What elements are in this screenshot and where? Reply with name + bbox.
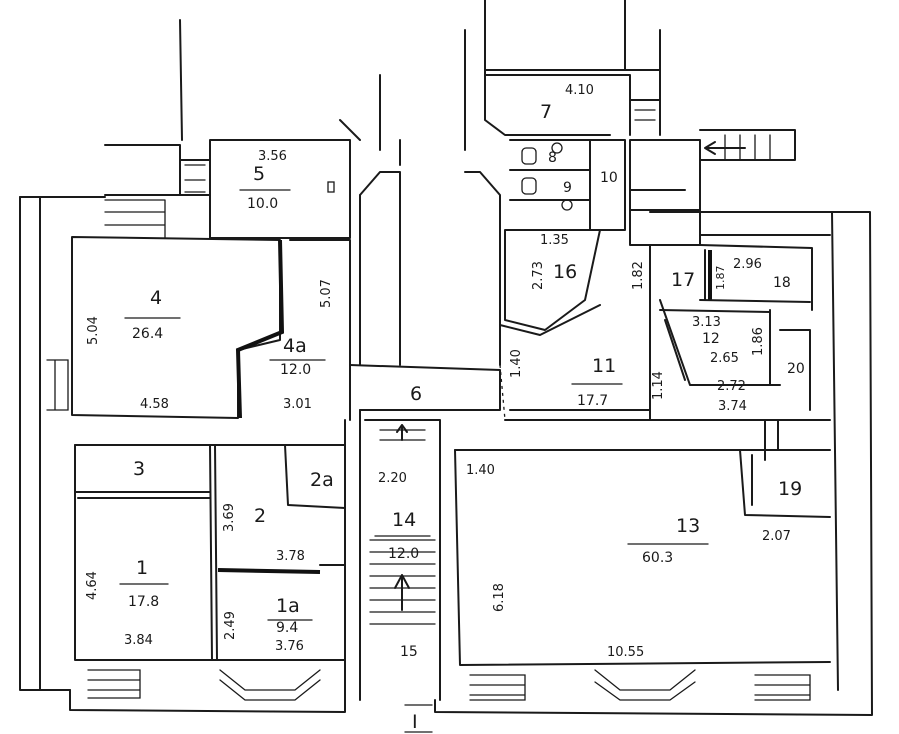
sink-icon [327, 142, 573, 211]
room-number-15: 15 [400, 644, 418, 660]
room-area-13: 60.3 [642, 550, 673, 566]
room-number-2a: 2a [310, 469, 334, 491]
room-area-5: 10.0 [247, 196, 278, 212]
room-labels: 1 17.8 1a 9.4 2 2a 3 4 26.4 4a 12.0 5 10… [119, 101, 805, 660]
section-mark: I [404, 704, 433, 733]
dim-249: 2.49 [223, 611, 238, 640]
dim-296: 2.96 [733, 257, 762, 272]
room-area-14: 12.0 [388, 546, 419, 562]
dim-374: 3.74 [718, 399, 747, 414]
dim-504: 5.04 [86, 316, 101, 345]
room-number-13: 13 [676, 515, 700, 537]
dim-464: 4.64 [85, 571, 100, 600]
dim-140a: 1.40 [509, 349, 524, 378]
room-number-12: 12 [702, 331, 720, 347]
dim-273: 2.73 [531, 261, 546, 290]
room-number-6: 6 [410, 383, 422, 405]
dim-272: 2.72 [717, 379, 746, 394]
room-number-8: 8 [548, 150, 557, 166]
dim-301: 3.01 [283, 397, 312, 412]
dim-507: 5.07 [319, 279, 334, 308]
toilet-icon [521, 147, 537, 195]
dim-140b: 1.40 [466, 463, 495, 478]
room-number-16: 16 [553, 261, 577, 283]
room-number-2: 2 [254, 505, 266, 527]
room-number-5: 5 [253, 163, 265, 185]
room-number-18: 18 [773, 275, 791, 291]
dim-378: 3.78 [276, 549, 305, 564]
room-number-17: 17 [671, 269, 695, 291]
dim-376: 3.76 [275, 639, 304, 654]
dim-187: 1.87 [714, 266, 727, 291]
room-number-1: 1 [136, 557, 148, 579]
room-area-1a: 9.4 [276, 620, 298, 636]
room-number-1a: 1a [276, 595, 300, 617]
stair-arrow-icon [394, 141, 746, 611]
dim-182: 1.82 [631, 261, 646, 290]
room-number-3: 3 [133, 458, 145, 480]
room-number-10: 10 [600, 170, 618, 186]
section-mark-label: I [412, 711, 418, 733]
room-number-11: 11 [592, 355, 616, 377]
room-area-4: 26.4 [132, 326, 163, 342]
room-number-19: 19 [778, 478, 802, 500]
room-area-4a: 12.0 [280, 362, 311, 378]
windows [46, 359, 811, 701]
dim-458: 4.58 [140, 397, 169, 412]
outer-walls [19, 196, 873, 716]
room-area-11: 17.7 [577, 393, 608, 409]
dimension-labels: 3.56 4.10 5.04 4.58 5.07 3.01 1.35 2.73 … [85, 83, 791, 660]
dim-369: 3.69 [222, 503, 237, 532]
dim-384: 3.84 [124, 633, 153, 648]
dim-114: 1.14 [651, 371, 666, 400]
room-number-14: 14 [392, 509, 416, 531]
dim-618: 6.18 [492, 583, 507, 612]
room-number-4a: 4a [283, 335, 307, 357]
dim-186: 1.86 [751, 327, 766, 356]
dim-313: 3.13 [692, 315, 721, 330]
room-number-7: 7 [540, 101, 552, 123]
room-area-1: 17.8 [128, 594, 159, 610]
dim-220: 2.20 [378, 471, 407, 486]
dim-265: 2.65 [710, 351, 739, 366]
dim-207: 2.07 [762, 529, 791, 544]
dim-356: 3.56 [258, 149, 287, 164]
room-number-4: 4 [150, 287, 162, 309]
room-number-20: 20 [787, 361, 805, 377]
dim-410: 4.10 [565, 83, 594, 98]
room-number-9: 9 [563, 180, 572, 196]
dim-1055: 10.55 [607, 645, 644, 660]
dim-135: 1.35 [540, 233, 569, 248]
interior-walls [71, 0, 831, 701]
